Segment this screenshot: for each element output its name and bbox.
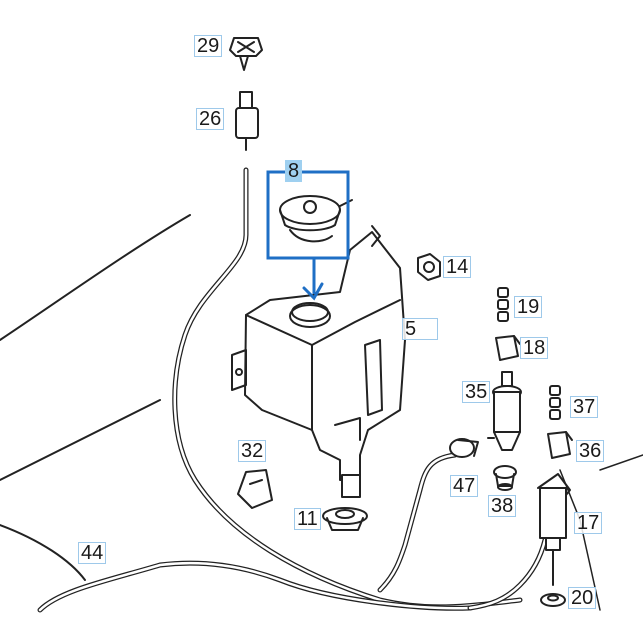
part-32-bracket	[237, 469, 273, 509]
part-14-nut	[417, 253, 441, 281]
part-35-label[interactable]: 35	[462, 381, 491, 403]
part-26-label[interactable]: 26	[196, 108, 225, 130]
part-29-clip	[229, 37, 263, 71]
highlight-box	[266, 170, 350, 260]
body-outline-far-right	[599, 454, 643, 471]
part-17-pump	[537, 473, 571, 586]
part-19-connectors	[497, 287, 509, 322]
part-5-label[interactable]: 5	[402, 318, 438, 340]
part-47-clamp	[449, 438, 479, 458]
body-outline-upper	[0, 214, 191, 341]
part-36-label[interactable]: 36	[576, 440, 605, 462]
part-20-washer	[540, 593, 566, 607]
part-26-valve	[235, 91, 259, 151]
part-38-grommet	[493, 465, 517, 491]
part-20-label[interactable]: 20	[568, 587, 597, 609]
hose-17-inner	[468, 538, 547, 610]
part-19-label[interactable]: 19	[514, 296, 543, 318]
part-44-label[interactable]: 44	[78, 542, 107, 564]
part-18-plug	[495, 335, 521, 361]
hose-17	[467, 537, 548, 611]
part-11-grommet	[322, 507, 368, 531]
part-47-label[interactable]: 47	[450, 475, 479, 497]
part-29-label[interactable]: 29	[194, 35, 223, 57]
part-38-label[interactable]: 38	[488, 495, 517, 517]
hose-47-inner	[378, 453, 457, 592]
part-37-connectors	[549, 385, 561, 420]
hose-44-inner	[38, 561, 472, 612]
part-17-label[interactable]: 17	[574, 512, 603, 534]
part-18-label[interactable]: 18	[520, 337, 549, 359]
part-32-label[interactable]: 32	[238, 440, 267, 462]
part-8-label[interactable]: 8	[285, 160, 303, 182]
part-11-label[interactable]: 11	[294, 508, 321, 530]
part-35-pump	[487, 371, 522, 451]
part-37-label[interactable]: 37	[570, 396, 599, 418]
body-sill	[0, 524, 86, 581]
hose-47	[377, 452, 458, 593]
part-14-label[interactable]: 14	[443, 256, 472, 278]
part-5-reservoir	[231, 225, 406, 498]
part-8-cap	[279, 195, 353, 243]
body-outline-lower	[0, 399, 161, 481]
part-36-plug	[547, 431, 573, 459]
highlight-arrow-head	[302, 282, 324, 301]
